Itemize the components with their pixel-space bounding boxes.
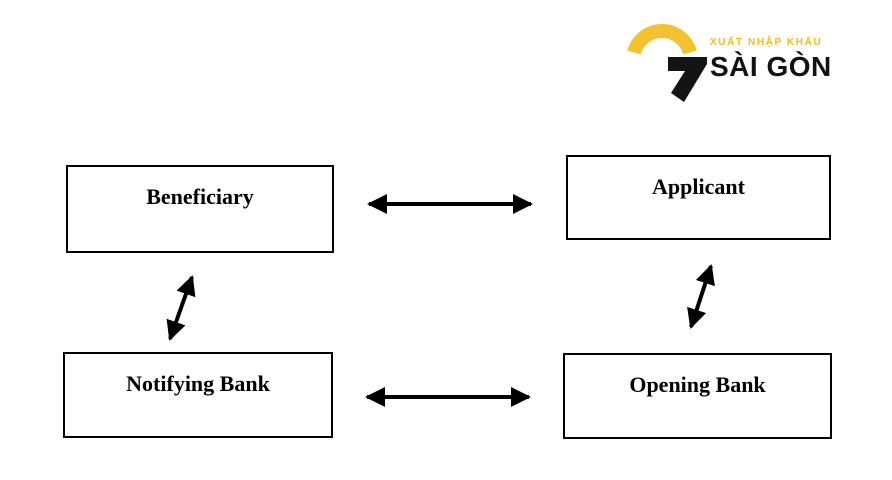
arrow-beneficiary-notifying: [166, 275, 196, 341]
logo-tagline: XUẤT NHẬP KHẨU: [710, 37, 823, 48]
logo-text: XUẤT NHẬP KHẨU SÀI GÒN: [710, 37, 832, 82]
node-applicant: Applicant: [566, 155, 831, 240]
node-notifying-bank-label: Notifying Bank: [126, 371, 270, 396]
node-beneficiary: Beneficiary: [66, 165, 334, 253]
saigon-logo-icon: [627, 24, 707, 102]
logo-arc-icon: [627, 24, 697, 55]
node-notifying-bank: Notifying Bank: [63, 352, 333, 438]
node-opening-bank: Opening Bank: [563, 353, 832, 439]
node-beneficiary-label: Beneficiary: [146, 184, 254, 209]
arrow-applicant-opening: [687, 264, 715, 329]
node-applicant-label: Applicant: [652, 174, 745, 199]
logo-name: SÀI GÒN: [710, 51, 832, 82]
logo: XUẤT NHẬP KHẨU SÀI GÒN: [616, 18, 840, 112]
logo-seven-icon: [668, 57, 707, 102]
node-opening-bank-label: Opening Bank: [629, 372, 766, 397]
